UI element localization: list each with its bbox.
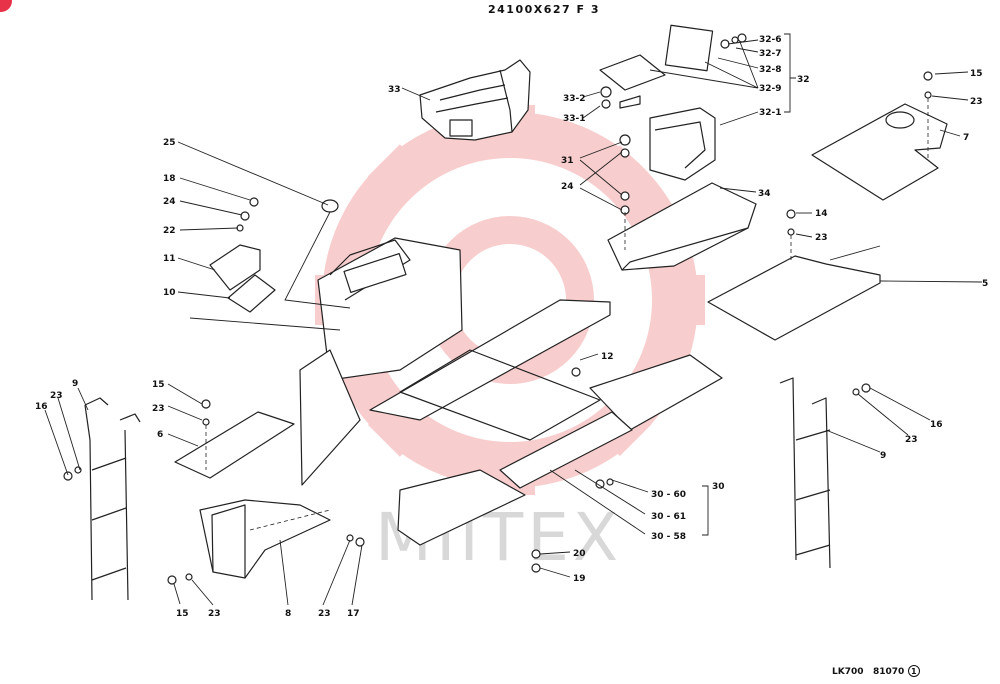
callout-32-9: 32-9 — [759, 84, 782, 94]
callout-7: 7 — [963, 133, 969, 143]
callout-16-left: 16 — [35, 402, 48, 412]
callout-15-bottom: 15 — [176, 609, 189, 619]
plate-part-5 — [707, 255, 881, 341]
callout-15-plate6: 15 — [152, 380, 165, 390]
callout-25: 25 — [163, 138, 176, 148]
knob-part-25 — [321, 199, 339, 213]
callout-23-top: 23 — [970, 97, 983, 107]
callout-32-6: 32-6 — [759, 35, 782, 45]
callout-23-mid: 23 — [815, 233, 828, 243]
callout-23-bottom-left: 23 — [208, 609, 221, 619]
callout-24-left: 24 — [163, 197, 176, 207]
callout-9-left: 9 — [72, 379, 78, 389]
footer-sheet-code: 81070 — [873, 667, 904, 677]
callout-33-2: 33-2 — [563, 94, 586, 104]
callout-20: 20 — [573, 549, 586, 559]
callout-30-61: 30 - 61 — [651, 512, 686, 522]
callout-14: 14 — [815, 209, 828, 219]
callout-labels: 33 33-2 33-1 32-6 32-7 32-8 32-9 32-1 32… — [35, 35, 988, 619]
callout-8: 8 — [285, 609, 291, 619]
callout-33-1: 33-1 — [563, 114, 586, 124]
footer-model-code: LK700 — [832, 667, 864, 677]
assembly-guide-lines — [205, 98, 929, 531]
drawing-footer: LK700 81070 1 — [832, 665, 920, 677]
callout-22: 22 — [163, 226, 176, 236]
callout-12: 12 — [601, 352, 614, 362]
seat-bracket-32-1 — [599, 24, 747, 181]
callout-9-right: 9 — [880, 451, 886, 461]
ladder-part-9-right — [779, 377, 831, 569]
callout-30-58: 30 - 58 — [651, 532, 686, 542]
callout-19: 19 — [573, 574, 586, 584]
callout-32-8: 32-8 — [759, 65, 782, 75]
callout-32-7: 32-7 — [759, 49, 782, 59]
main-frame-assembly — [299, 237, 723, 546]
callout-11: 11 — [163, 254, 176, 264]
floor-plate-part-7 — [811, 103, 948, 201]
bracket-part-8 — [199, 499, 331, 579]
seat-part-33 — [419, 59, 531, 141]
callout-23-ladder-right: 23 — [905, 435, 918, 445]
callout-30-60: 30 - 60 — [651, 490, 686, 500]
callout-17: 17 — [347, 609, 360, 619]
ladder-part-9-left — [84, 397, 141, 601]
drawing-title: 24100X627 F 3 — [488, 3, 601, 16]
bracket-part-10 — [227, 274, 276, 313]
callout-30: 30 — [712, 482, 725, 492]
callout-10: 10 — [163, 288, 176, 298]
callout-31: 31 — [561, 156, 574, 166]
callout-5: 5 — [982, 279, 988, 289]
callout-6: 6 — [157, 430, 163, 440]
leader-lines — [44, 33, 983, 606]
callout-23-plate6: 23 — [152, 404, 165, 414]
callout-33: 33 — [388, 85, 401, 95]
footer-revision-circle — [908, 665, 920, 677]
plate-part-34 — [607, 182, 757, 271]
callout-34: 34 — [758, 189, 771, 199]
callout-15-top: 15 — [970, 69, 983, 79]
callout-32-1: 32-1 — [759, 108, 782, 118]
footer-revision: 1 — [911, 667, 917, 676]
callout-18: 18 — [163, 174, 176, 184]
callout-23-ladder-left: 23 — [50, 391, 63, 401]
callout-24-center: 24 — [561, 182, 574, 192]
callout-16-right: 16 — [930, 420, 943, 430]
bracket-part-11 — [209, 244, 261, 291]
plate-part-6 — [174, 411, 295, 479]
callout-23-bottom-right: 23 — [318, 609, 331, 619]
callout-32: 32 — [797, 75, 810, 85]
